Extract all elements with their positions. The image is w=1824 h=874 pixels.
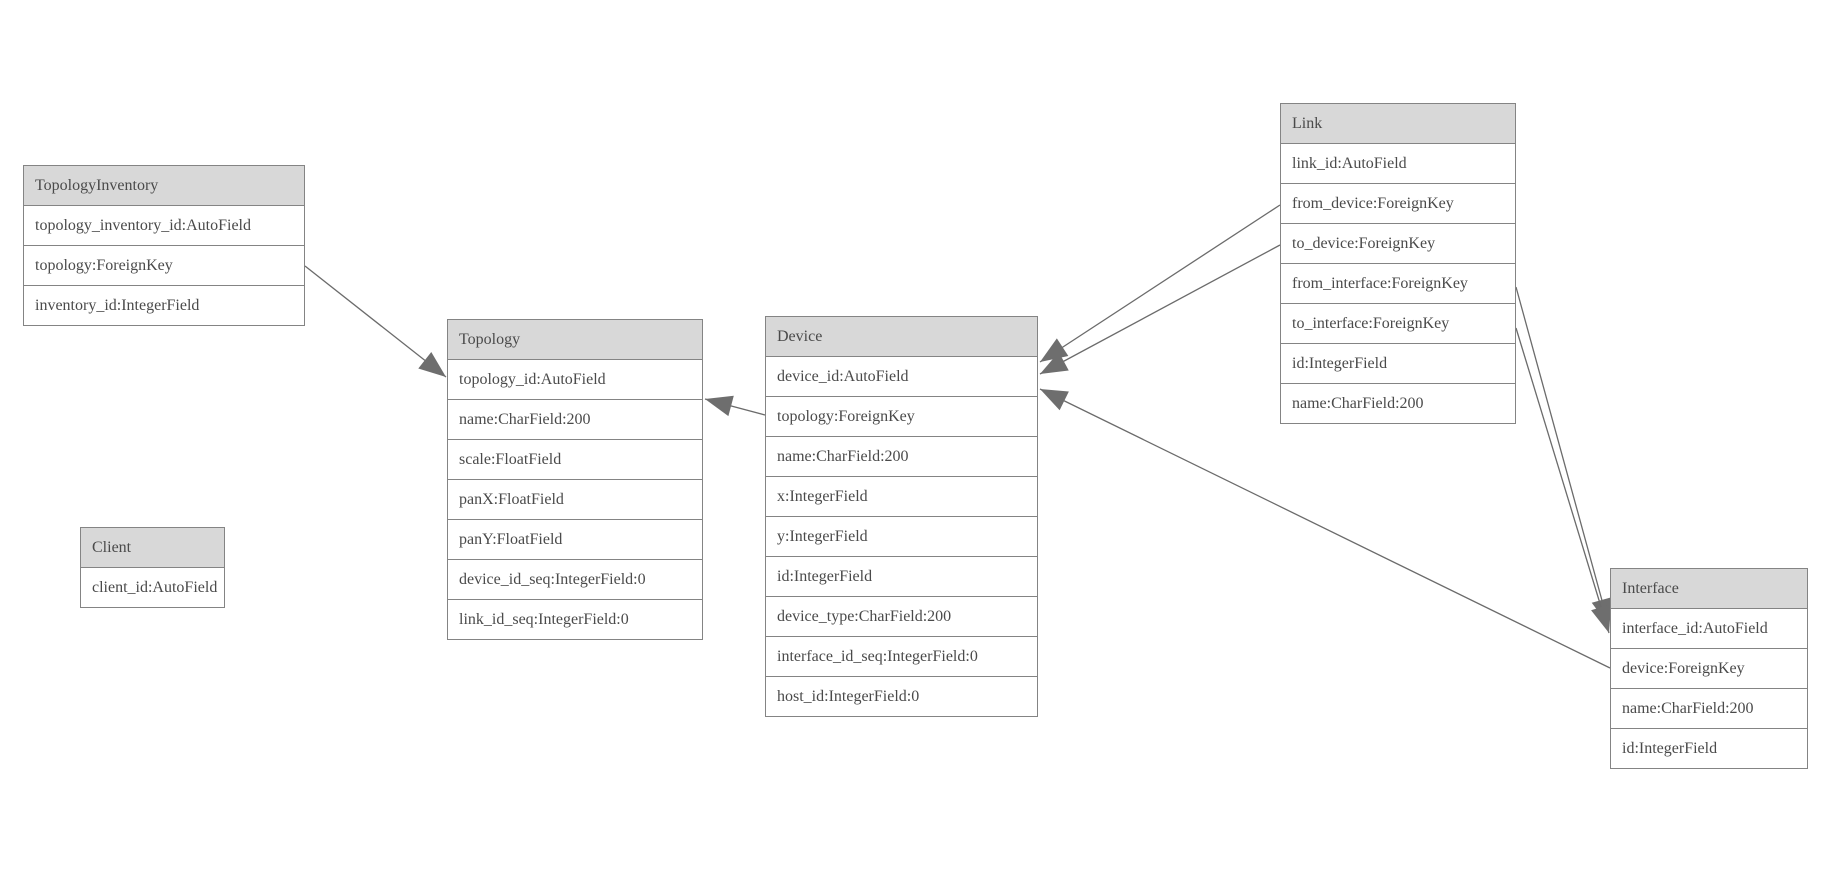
entity-field-row: interface_id:AutoField [1611,609,1807,649]
entity-field-row: id:IntegerField [766,557,1037,597]
entity-field-row: name:CharField:200 [766,437,1037,477]
entity-field-row: device_id:AutoField [766,357,1037,397]
entity-field-row: device:ForeignKey [1611,649,1807,689]
relation-line-link-from-device [1039,204,1281,363]
entity-header-link: Link [1281,104,1515,144]
entity-field-row: name:CharField:200 [448,400,702,440]
entity-field-row: device_id_seq:IntegerField:0 [448,560,702,600]
entity-field-row: topology_inventory_id:AutoField [24,206,304,246]
entity-field-row: topology_id:AutoField [448,360,702,400]
entity-field-row: inventory_id:IntegerField [24,286,304,325]
relation-arrowhead-link-from-device [1040,338,1069,362]
entity-header-topologyinventory: TopologyInventory [24,166,304,206]
entity-field-row: topology:ForeignKey [766,397,1037,437]
entity-header-device: Device [766,317,1037,357]
relation-line-link-from-interface [1515,286,1610,627]
entity-header-topology: Topology [448,320,702,360]
relation-arrowhead-link-to-interface [1591,604,1612,633]
entity-field-row: link_id_seq:IntegerField:0 [448,600,702,639]
entity-field-row: topology:ForeignKey [24,246,304,286]
relation-arrowhead-device-topology [705,395,734,417]
relation-line-link-to-interface [1515,327,1610,634]
entity-field-row: id:IntegerField [1611,729,1807,768]
entity-field-row: device_type:CharField:200 [766,597,1037,637]
entity-field-row: to_interface:ForeignKey [1281,304,1515,344]
relation-arrowhead-link-to-device [1040,351,1069,374]
entity-field-row: from_device:ForeignKey [1281,184,1515,224]
entity-field-row: scale:FloatField [448,440,702,480]
relation-arrowhead-interface-device [1040,389,1069,411]
entity-header-interface: Interface [1611,569,1807,609]
relation-line-interface-device [1039,388,1611,669]
entity-header-client: Client [81,528,224,568]
entity-field-row: link_id:AutoField [1281,144,1515,184]
entity-field-row: host_id:IntegerField:0 [766,677,1037,716]
entity-field-row: from_interface:ForeignKey [1281,264,1515,304]
entity-field-row: panX:FloatField [448,480,702,520]
entity-field-row: x:IntegerField [766,477,1037,517]
relation-line-topologyinventory-topology [304,265,447,378]
entity-field-row: client_id:AutoField [81,568,224,607]
relation-line-link-to-device [1039,244,1281,375]
entity-field-row: id:IntegerField [1281,344,1515,384]
entity-field-row: panY:FloatField [448,520,702,560]
entity-field-row: y:IntegerField [766,517,1037,557]
entity-field-row: interface_id_seq:IntegerField:0 [766,637,1037,677]
relation-arrowhead-topologyinventory-topology [418,352,446,377]
entity-field-row: name:CharField:200 [1611,689,1807,729]
entity-field-row: name:CharField:200 [1281,384,1515,423]
entity-field-row: to_device:ForeignKey [1281,224,1515,264]
